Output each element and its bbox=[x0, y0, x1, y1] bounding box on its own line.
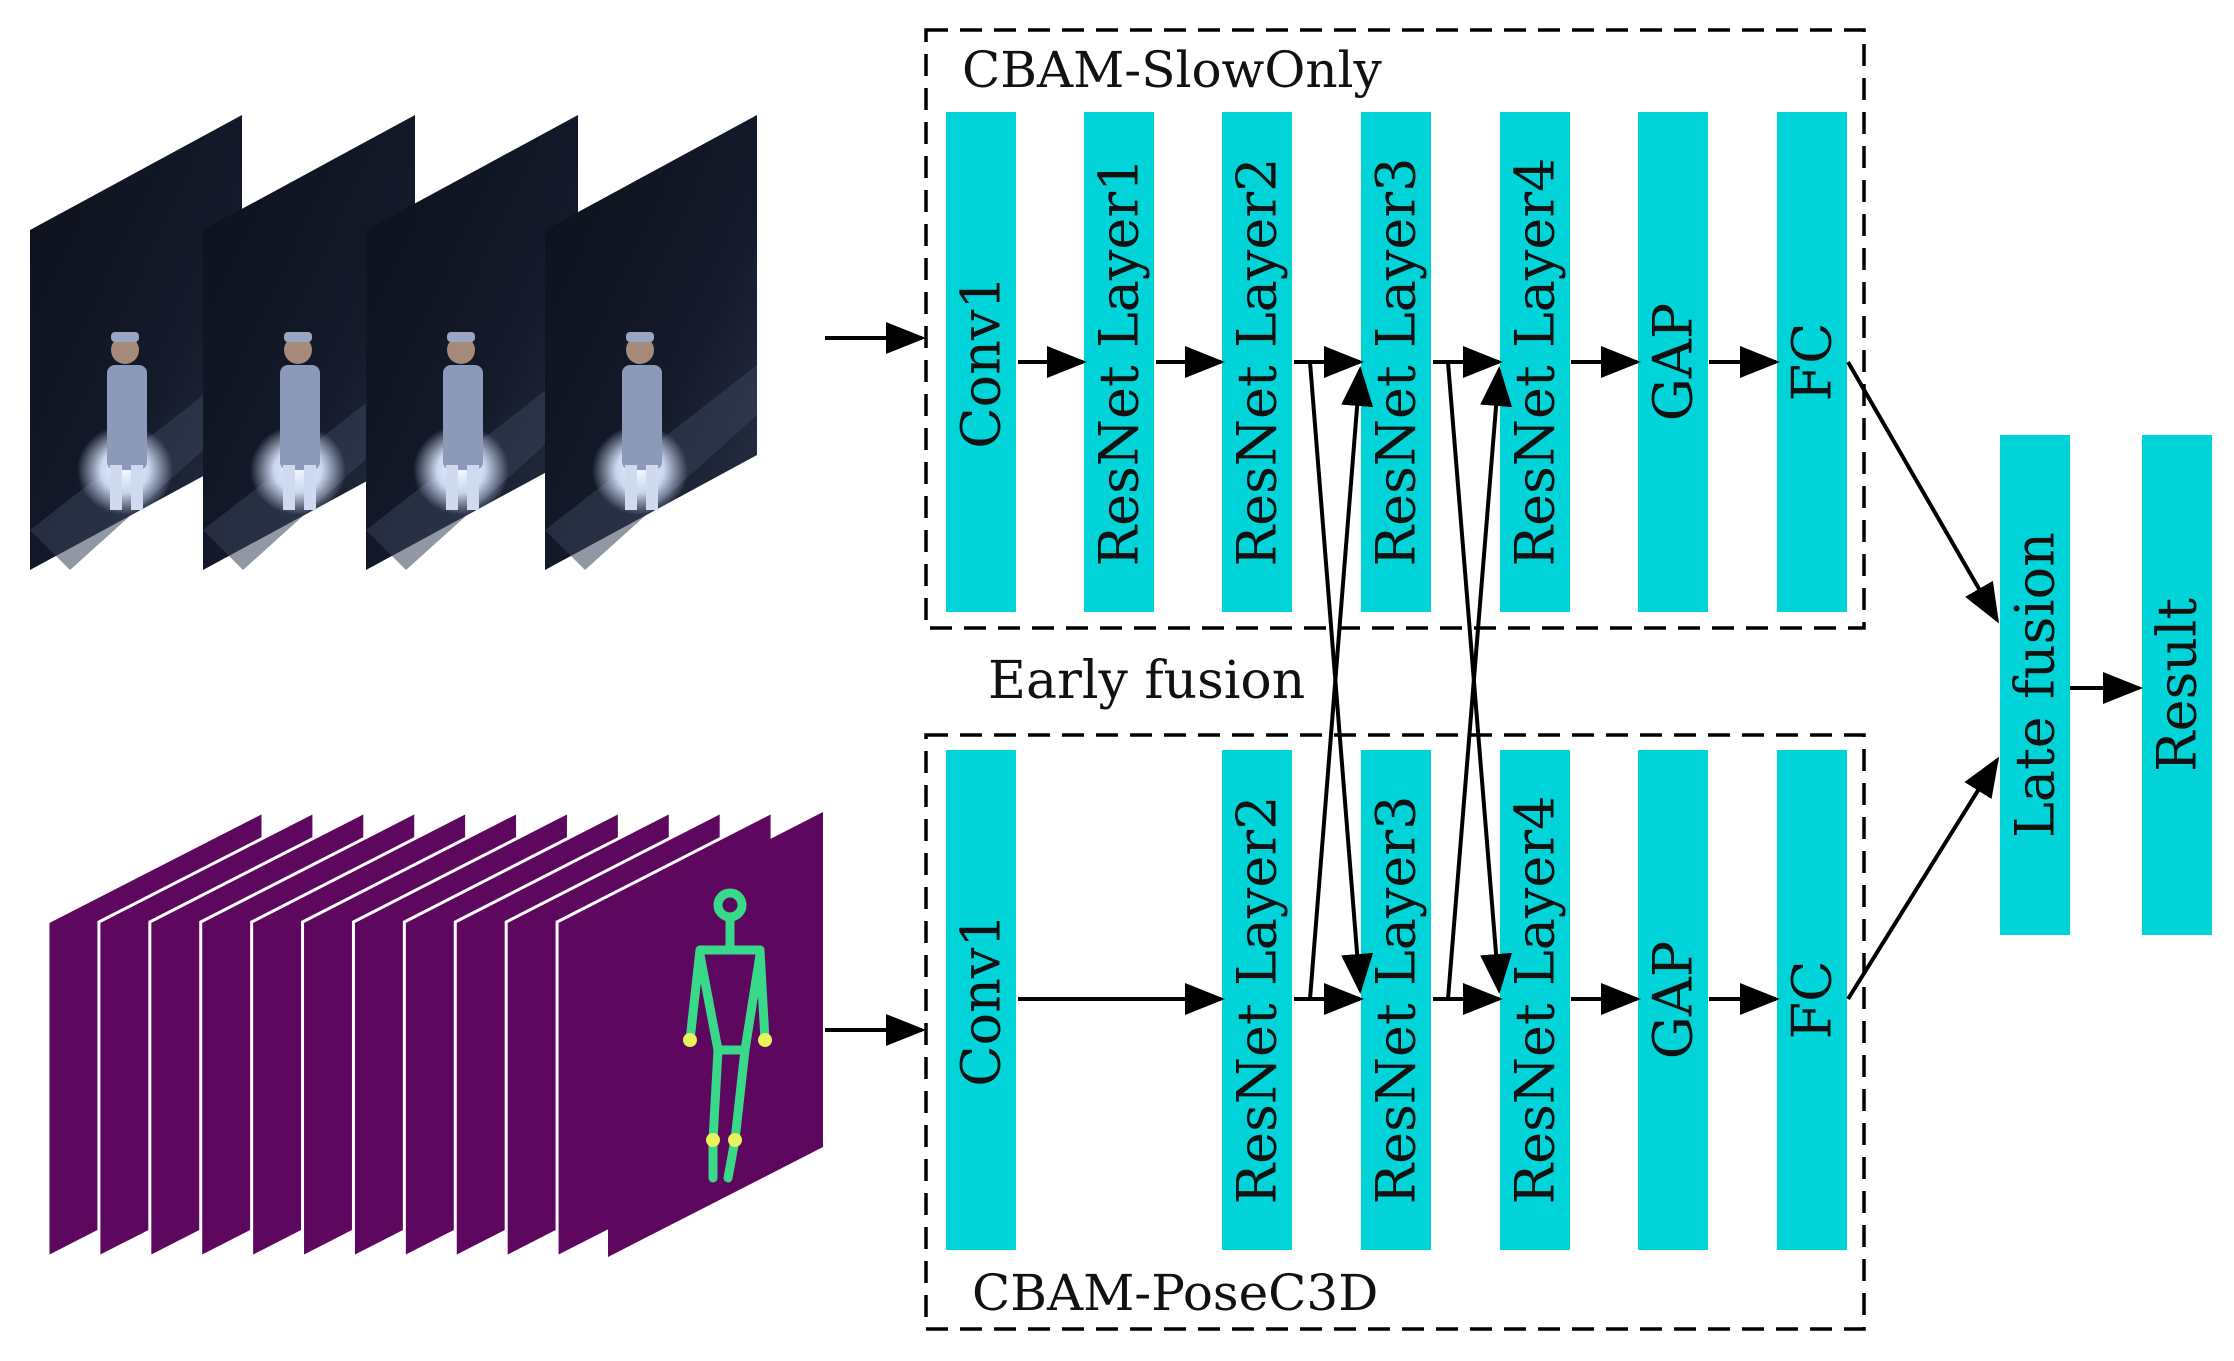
rgb-frame bbox=[30, 115, 242, 570]
slowonly-blocks: Conv1 ResNet Layer1 ResNet Layer2 ResNet La… bbox=[946, 112, 1847, 612]
posec3d-block-label: ResNet Layer3 bbox=[1365, 795, 1428, 1204]
connections bbox=[825, 322, 2143, 1046]
arrow-top-fc-late-fusion bbox=[1846, 360, 2000, 624]
skeleton-heatmap-figure bbox=[685, 888, 770, 1183]
slowonly-block-label: ResNet Layer2 bbox=[1226, 157, 1289, 566]
posec3d-branch-title: CBAM-PoseC3D bbox=[972, 1264, 1378, 1322]
posec3d-block-label: Conv1 bbox=[950, 913, 1013, 1086]
posec3d-block-label: ResNet Layer4 bbox=[1504, 795, 1567, 1204]
posec3d-block-resnet-layer4: ResNet Layer4 bbox=[1500, 750, 1570, 1250]
slowonly-block-gap: GAP bbox=[1638, 112, 1708, 612]
posec3d-block-resnet-layer3: ResNet Layer3 bbox=[1361, 750, 1431, 1250]
slowonly-block-resnet-layer1: ResNet Layer1 bbox=[1084, 112, 1154, 612]
rgb-frame bbox=[203, 115, 415, 570]
posec3d-block-conv1: Conv1 bbox=[946, 750, 1016, 1250]
rgb-frame bbox=[366, 115, 578, 570]
posec3d-block-resnet-layer2: ResNet Layer2 bbox=[1222, 750, 1292, 1250]
result-block: Result bbox=[2142, 435, 2212, 935]
slowonly-block-conv1: Conv1 bbox=[946, 112, 1016, 612]
cross-top-layer2-to-bottom-layer3 bbox=[1294, 360, 1374, 994]
slowonly-block-label: ResNet Layer3 bbox=[1365, 157, 1428, 566]
slowonly-block-label: ResNet Layer1 bbox=[1088, 157, 1151, 566]
slowonly-block-label: FC bbox=[1781, 323, 1844, 402]
cross-bottom-layer2-to-top-layer3 bbox=[1294, 366, 1374, 1001]
result-label: Result bbox=[2146, 598, 2209, 772]
posec3d-block-label: GAP bbox=[1642, 941, 1705, 1059]
late-fusion-label: Late fusion bbox=[2004, 532, 2067, 838]
posec3d-block-gap: GAP bbox=[1638, 750, 1708, 1250]
early-fusion-label: Early fusion bbox=[988, 651, 1305, 711]
skeleton-highlights bbox=[683, 1033, 772, 1147]
posec3d-block-label: ResNet Layer2 bbox=[1226, 795, 1289, 1204]
cross-top-layer3-to-bottom-layer4 bbox=[1433, 360, 1513, 994]
slowonly-block-resnet-layer3: ResNet Layer3 bbox=[1361, 112, 1431, 612]
slowonly-block-resnet-layer2: ResNet Layer2 bbox=[1222, 112, 1292, 612]
posec3d-block-fc: FC bbox=[1777, 750, 1847, 1250]
slowonly-branch-title: CBAM-SlowOnly bbox=[962, 41, 1383, 99]
slowonly-block-fc: FC bbox=[1777, 112, 1847, 612]
posec3d-block-label: FC bbox=[1781, 961, 1844, 1040]
arrow-bottom-fc-late-fusion bbox=[1846, 756, 2000, 1001]
pose-heatmap-frames bbox=[46, 809, 823, 1260]
slowonly-block-label: GAP bbox=[1642, 303, 1705, 421]
late-fusion-block: Late fusion bbox=[2000, 435, 2070, 935]
posec3d-blocks: Conv1 ResNet Layer2 ResNet Layer3 ResNet La… bbox=[946, 750, 1847, 1250]
rgb-frame bbox=[545, 115, 757, 570]
slowonly-block-resnet-layer4: ResNet Layer4 bbox=[1500, 112, 1570, 612]
slowonly-block-label: ResNet Layer4 bbox=[1504, 157, 1567, 566]
slowonly-branch-box bbox=[924, 28, 1866, 630]
slowonly-block-label: Conv1 bbox=[950, 275, 1013, 448]
rgb-video-frames bbox=[30, 115, 757, 570]
posec3d-branch-box bbox=[924, 733, 1866, 1331]
cross-bottom-layer3-to-top-layer4 bbox=[1433, 366, 1513, 1001]
